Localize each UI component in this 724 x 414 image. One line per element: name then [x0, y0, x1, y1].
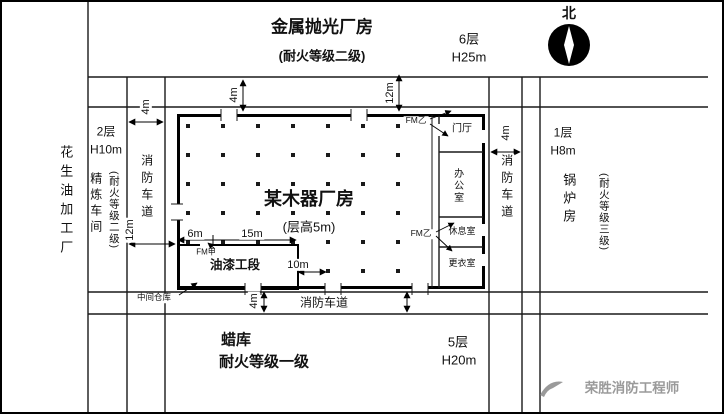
- fm-door-yi-bottom-label: FM乙: [408, 228, 434, 239]
- right-building-rating: (耐火等级三级): [597, 173, 610, 251]
- dim-top-left-gap: 4m: [227, 85, 241, 105]
- bottom-building-height: H20m: [441, 352, 477, 368]
- dim-paint-a: 6m: [185, 227, 205, 241]
- right-building-name: 锅炉房: [561, 173, 577, 227]
- dim-top-center: 12m: [383, 80, 397, 106]
- dim-right-gap: 4m: [499, 123, 513, 143]
- dim-bottom-gap: 4m: [247, 291, 261, 311]
- north-label: 北: [562, 5, 576, 22]
- room-lounge-label: 休息室: [448, 225, 476, 236]
- watermark-text: 荣胜消防工程师: [584, 380, 680, 396]
- left-factory-name: 花生油加工厂: [58, 145, 74, 259]
- left-building-rating: (耐火等级二级): [107, 171, 120, 249]
- leader-arrows: [178, 110, 455, 296]
- top-building-rating: (耐火等级二级): [278, 48, 366, 64]
- dim-paint-b: 15m: [239, 227, 265, 241]
- road-lines: [87, 2, 708, 412]
- door-openings: [173, 111, 487, 291]
- room-foyer-label: 门厅: [452, 123, 472, 135]
- left-workshop-name: 精炼车间: [88, 172, 103, 236]
- fm-door-yi-top-label: FM乙: [403, 115, 429, 126]
- room-office-label: 办公室: [451, 168, 463, 204]
- road-left-label: 消防车道: [137, 154, 155, 222]
- bottom-building-floors: 5层: [447, 334, 469, 350]
- right-building-height: H8m: [550, 143, 576, 158]
- north-compass-icon: [548, 24, 590, 66]
- bottom-building-rating: 耐火等级一级: [218, 353, 310, 371]
- left-building-floors: 2层: [96, 124, 116, 139]
- road-right-label: 消防车道: [497, 154, 515, 222]
- left-building-height: H10m: [89, 142, 123, 157]
- main-building-note: (层高5m): [280, 219, 338, 236]
- intermediate-warehouse-label: 中间仓库: [134, 292, 174, 303]
- fm-door-jia-label: FM甲: [194, 247, 218, 258]
- top-building-name: 金属抛光厂房: [271, 17, 373, 37]
- main-building-name: 某木器厂房: [259, 187, 359, 211]
- room-locker-label: 更衣室: [448, 257, 476, 268]
- door-jambs: [171, 109, 429, 295]
- bottom-building-name: 蜡库: [220, 331, 252, 349]
- dim-paint-c: 10m: [285, 258, 311, 272]
- dim-left-road-width: 4m: [139, 97, 153, 117]
- room-walls: [431, 115, 483, 288]
- top-building-floors: 6层: [458, 31, 480, 47]
- top-building-height: H25m: [451, 49, 487, 65]
- right-building-floors: 1层: [553, 125, 573, 140]
- paint-section-label: 油漆工段: [209, 258, 261, 272]
- watermark-logo-icon: [540, 381, 563, 397]
- dim-west-gap: 12m: [123, 217, 137, 243]
- road-bottom-label: 消防车道: [297, 295, 351, 310]
